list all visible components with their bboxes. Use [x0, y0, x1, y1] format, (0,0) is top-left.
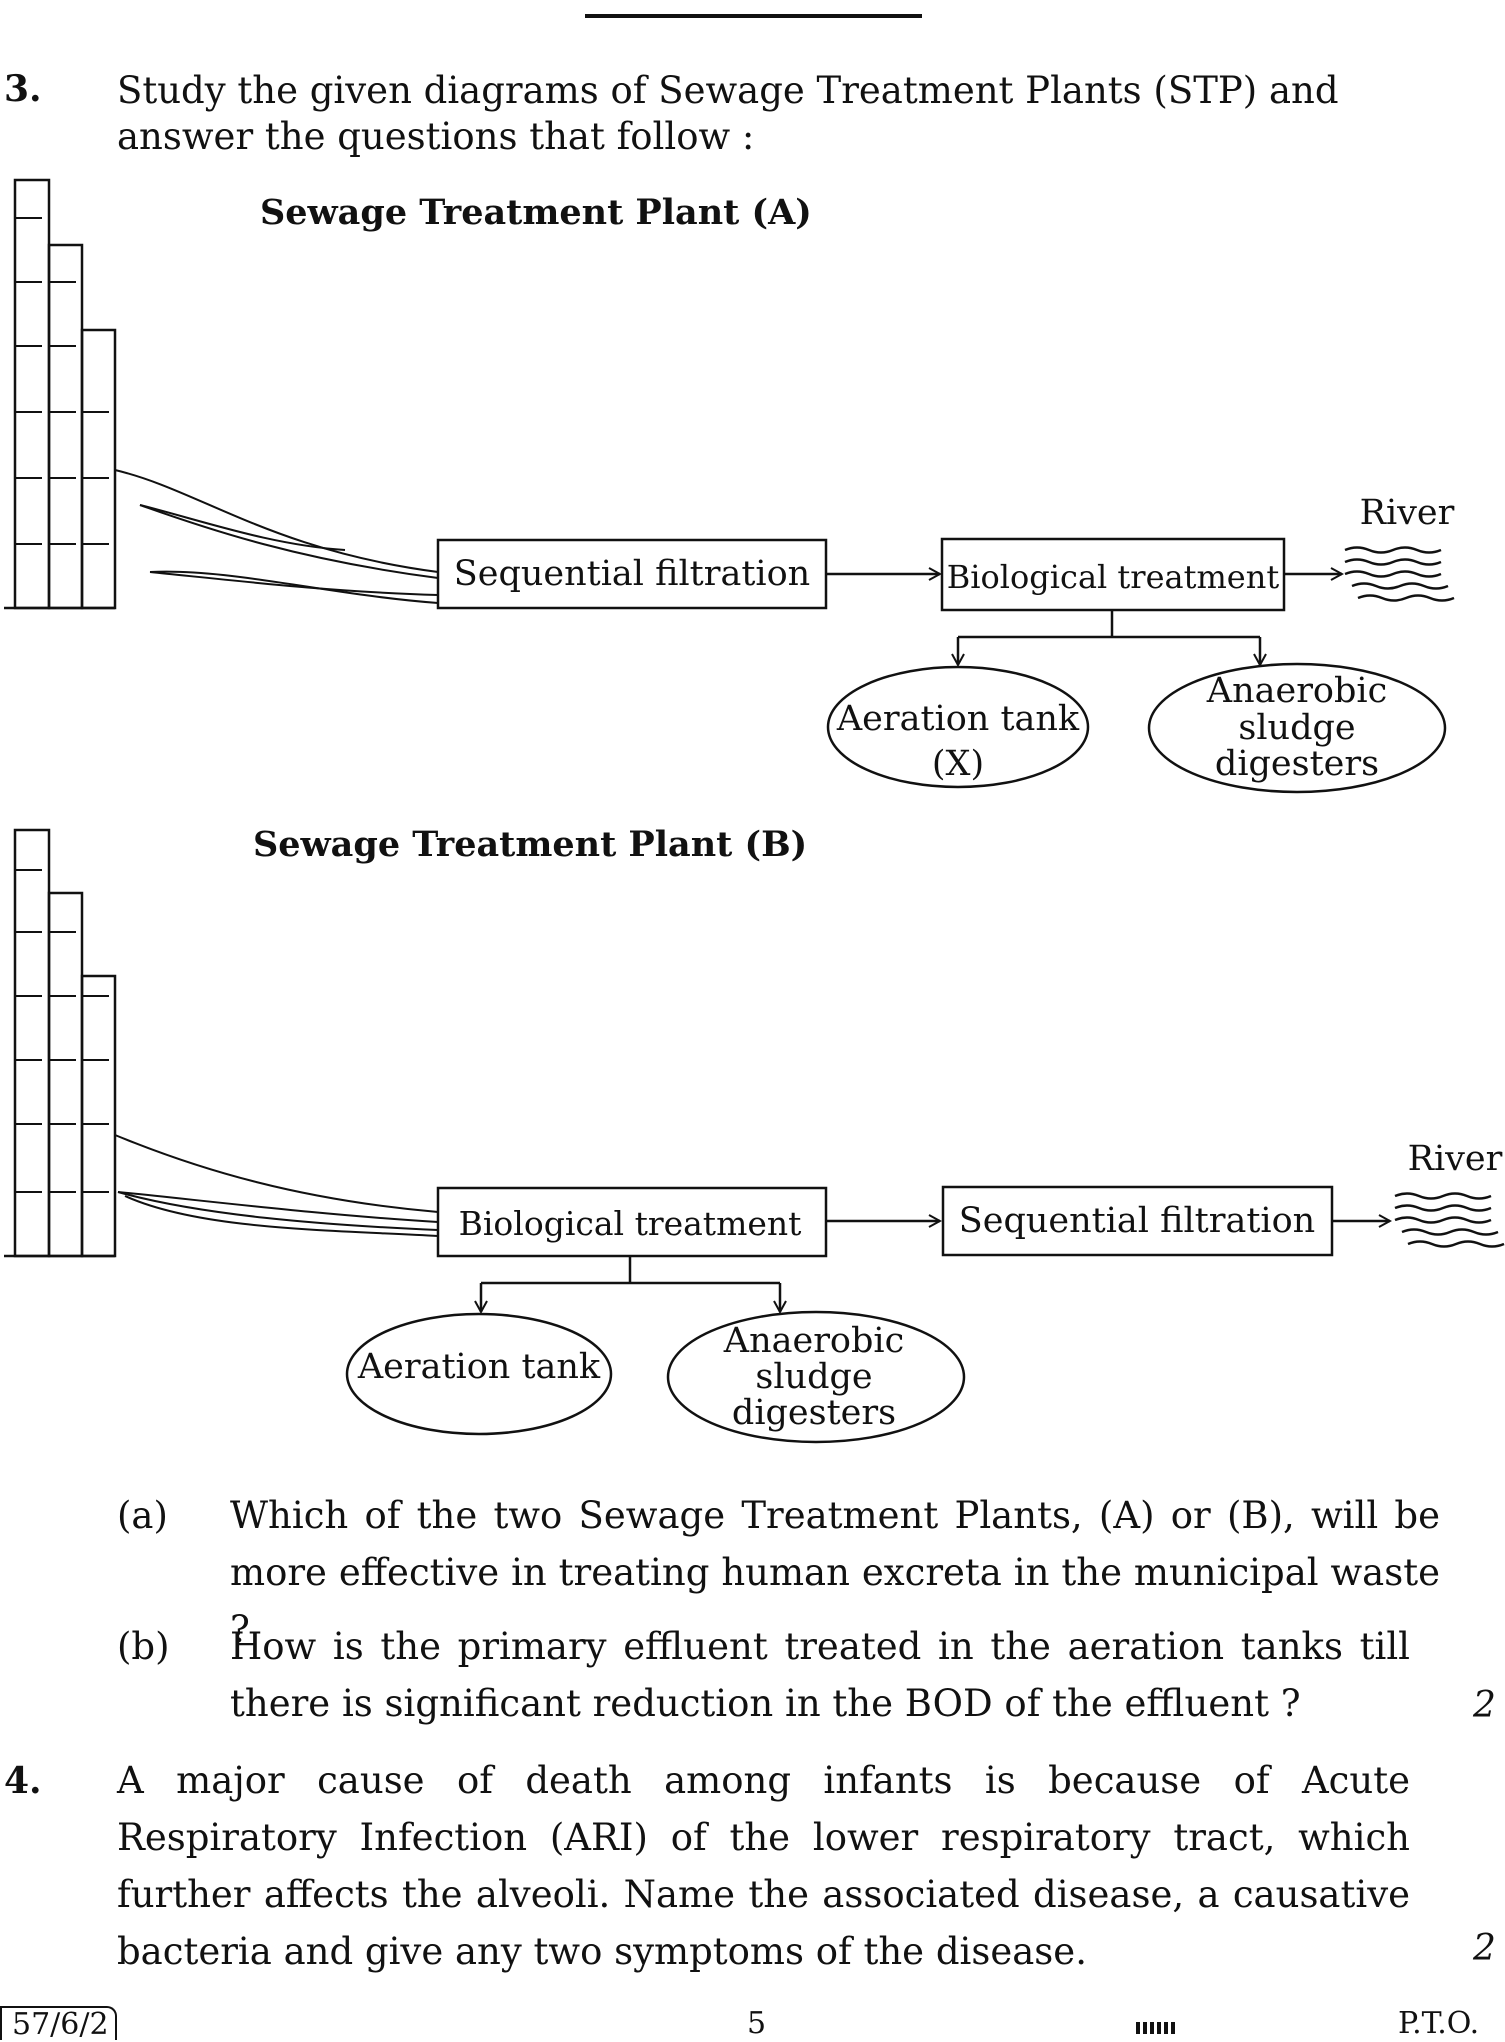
diagram-a-box1-label: Sequential filtration	[454, 554, 810, 594]
diagram-a-ellipse2-line3: digesters	[1215, 744, 1379, 784]
diagram-a-sewage-flow	[114, 469, 439, 604]
question-4-number: 4.	[4, 1760, 42, 1802]
diagram-b-ellipse1-line1: Aeration tank	[357, 1347, 601, 1387]
diagram-b-ellipse2-line1: Anaerobic	[723, 1321, 904, 1361]
diagram-a-anaerobic-digesters	[1147, 662, 1447, 794]
diagram-b-title: Sewage Treatment Plant (B)	[253, 824, 807, 865]
diagram-a-ellipse2-line1: Anaerobic	[1206, 671, 1387, 711]
question-3-text: Study the given diagrams of Sewage Treat…	[117, 69, 1339, 158]
q3-part-b-label: (b)	[117, 1625, 170, 1668]
diagram-a-ellipse1-line1: Aeration tank	[836, 699, 1080, 739]
qr-code-icon	[1136, 2022, 1176, 2034]
diagram-a-branch	[958, 610, 1260, 665]
diagram-a-river-waves	[1344, 546, 1455, 602]
diagram-b-ellipse2-line3: digesters	[732, 1393, 896, 1433]
diagram-b-building	[4, 828, 117, 1258]
diagram-b-river-label: River	[1408, 1139, 1503, 1179]
q3-part-a-label: (a)	[117, 1494, 168, 1537]
top-rule	[585, 14, 922, 18]
diagram-a-ellipse2-line2: sludge	[1238, 708, 1355, 748]
diagram-b-aeration-tank	[345, 1312, 613, 1436]
diagram-b-branch	[481, 1256, 780, 1312]
q3-part-b-text: How is the primary effluent treated in t…	[230, 1625, 1410, 1725]
diagram-a-river-label: River	[1360, 493, 1455, 533]
diagram-b-ellipse2-line2: sludge	[755, 1357, 872, 1397]
diagram-b-box2-label: Sequential filtration	[959, 1201, 1315, 1241]
diagram-a-ellipse1-line2: (X)	[932, 744, 984, 784]
diagram-b-sewage-flow	[114, 1134, 439, 1237]
diagram-b-anaerobic-digesters	[666, 1310, 966, 1444]
stp-diagrams: Sewage Treatment Plant (A) Sequential fi…	[4, 178, 1505, 1444]
footer-page-number: 5	[747, 2006, 767, 2041]
diagram-a-aeration-tank	[826, 665, 1090, 789]
q3-marks: 2	[1473, 1685, 1496, 1726]
diagram-a-title: Sewage Treatment Plant (A)	[260, 192, 812, 233]
diagram-a-building	[4, 178, 117, 610]
q3-part-a-text: Which of the two Sewage Treatment Plants…	[230, 1494, 1440, 1651]
diagram-a-box2-label: Biological treatment	[947, 558, 1280, 596]
q4-marks: 2	[1473, 1928, 1496, 1969]
footer-paper-code: 57/6/2	[0, 2006, 117, 2040]
question-4-text: A major cause of death among infants is …	[117, 1759, 1410, 1973]
diagram-b-box1-label: Biological treatment	[459, 1204, 802, 1243]
footer-pto: P.T.O.	[1398, 2006, 1480, 2041]
question-3-number: 3.	[4, 68, 42, 110]
diagram-b-river-waves	[1394, 1192, 1505, 1248]
